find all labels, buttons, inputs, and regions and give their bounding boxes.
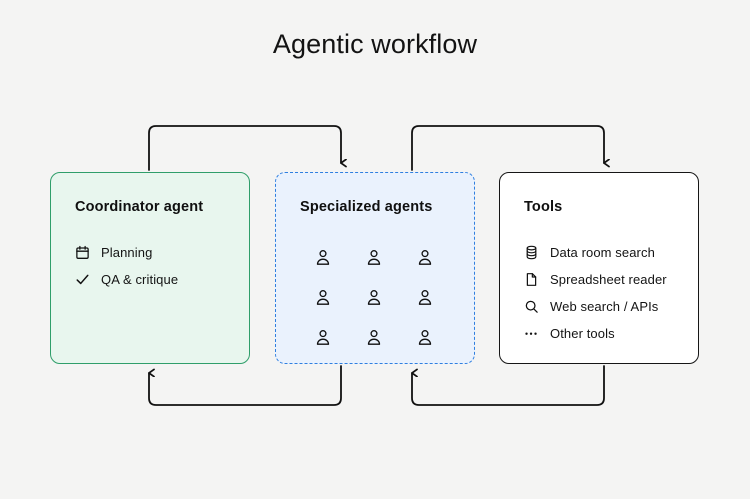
person-icon[interactable]: [366, 329, 382, 346]
list-item-label: Data room search: [550, 245, 655, 260]
check-icon: [75, 271, 92, 288]
search-icon: [524, 298, 541, 315]
specialized-agents-box[interactable]: Specialized agents: [275, 172, 475, 364]
specialized-agents-title: Specialized agents: [300, 199, 433, 215]
arrow-coordinator-to-specialized: [148, 125, 341, 171]
list-item[interactable]: Web search / APIs: [524, 293, 688, 320]
tools-box[interactable]: Tools Data room search: [499, 172, 699, 364]
ellipsis-icon: [524, 325, 541, 342]
list-item[interactable]: Data room search: [524, 239, 688, 266]
coordinator-agent-box[interactable]: Coordinator agent Planning: [50, 172, 250, 364]
coordinator-feature-list: Planning QA & critique: [75, 239, 239, 293]
person-icon[interactable]: [366, 249, 382, 266]
tools-title: Tools: [524, 199, 563, 215]
list-item-label: Planning: [101, 245, 153, 260]
page-title: Agentic workflow: [272, 29, 478, 59]
document-icon: [524, 271, 541, 288]
database-icon: [524, 244, 541, 261]
tools-feature-list: Data room search Spreadsheet reader: [524, 239, 688, 347]
person-icon[interactable]: [315, 329, 331, 346]
arrow-specialized-to-tools: [411, 125, 604, 171]
person-icon[interactable]: [417, 329, 433, 346]
person-icon[interactable]: [315, 249, 331, 266]
list-item-label: Spreadsheet reader: [550, 272, 667, 287]
list-item-label: Other tools: [550, 326, 615, 341]
specialized-agents-grid: [297, 237, 451, 357]
person-icon[interactable]: [417, 249, 433, 266]
person-icon[interactable]: [417, 289, 433, 306]
calendar-icon: [75, 244, 92, 261]
person-icon[interactable]: [315, 289, 331, 306]
person-icon[interactable]: [366, 289, 382, 306]
list-item[interactable]: QA & critique: [75, 266, 239, 293]
list-item[interactable]: Planning: [75, 239, 239, 266]
list-item-label: QA & critique: [101, 272, 179, 287]
list-item[interactable]: Spreadsheet reader: [524, 266, 688, 293]
arrow-specialized-to-coordinator: [148, 365, 342, 406]
list-item-label: Web search / APIs: [550, 299, 659, 314]
coordinator-agent-title: Coordinator agent: [75, 199, 204, 215]
list-item[interactable]: Other tools: [524, 320, 688, 347]
arrow-tools-to-specialized: [411, 365, 605, 406]
